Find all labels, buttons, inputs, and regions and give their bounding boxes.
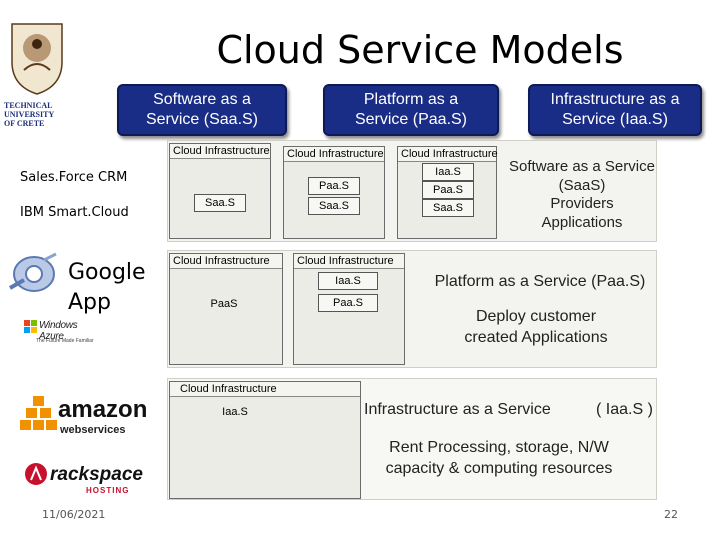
saas-stack-3-iaas-box: Iaa.S — [422, 163, 474, 181]
iaas-desc-line-1: Rent Processing, storage, N/W — [389, 439, 609, 456]
rackspace-logo: rackspace HOSTING — [24, 462, 154, 498]
windows-azure-logo: Windows Azure The Future Made Familiar — [24, 318, 104, 352]
paas-heading: Platform as a Service (Paa.S) — [434, 273, 646, 290]
iaas-desc-line-2: capacity & computing resources — [385, 460, 613, 477]
saas-stack-3-caption: Cloud Infrastructure — [398, 147, 498, 162]
saas-stack-2-paas-box: Paa.S — [308, 177, 360, 195]
salesforce-label: Sales.Force CRM — [20, 170, 128, 185]
slide-date: 11/06/2021 — [42, 508, 106, 521]
paas-stack-1-paas-box: PaaS — [210, 298, 238, 310]
amazon-webservices-logo: amazon webservices — [20, 394, 150, 440]
saas-desc-line-3: Providers — [550, 195, 614, 212]
paas-desc-line-1: Deploy customer — [475, 308, 597, 325]
saas-stack-1-saas-box: Saa.S — [194, 194, 246, 212]
hosting-text: HOSTING — [86, 486, 130, 495]
paas-description: Deploy customer created Applications — [424, 306, 648, 348]
logo-text-line-1: TECHNICAL — [4, 101, 53, 110]
windows-azure-tagline: The Future Made Familiar — [36, 338, 94, 344]
saas-header-line-2: Service (Saa.S) — [145, 111, 259, 128]
saas-header-line-1: Software as a — [153, 91, 251, 108]
paas-stack-2-caption: Cloud Infrastructure — [294, 254, 404, 269]
iaas-stack-1: Cloud Infrastructure Iaa.S — [169, 381, 361, 499]
iaas-description: Rent Processing, storage, N/W capacity &… — [366, 437, 632, 479]
paas-stack-2-paas-box: Paa.S — [318, 294, 378, 312]
saas-desc-line-2: (SaaS) — [558, 176, 606, 194]
saas-stack-1: Cloud Infrastructure Saa.S — [169, 143, 271, 239]
logo-text-line-3: OF CRETE — [4, 119, 45, 128]
paas-header-line-2: Service (Paa.S) — [354, 111, 468, 128]
windows-flag-icon — [24, 320, 37, 333]
paas-header-line-1: Platform as a — [363, 91, 459, 108]
saas-stack-3-saas-box: Saa.S — [422, 199, 474, 217]
webservices-text: webservices — [60, 424, 126, 436]
iaas-heading: Infrastructure as a Service — [364, 401, 551, 418]
rackspace-icon — [25, 463, 47, 485]
google-label-line-2: App — [68, 290, 111, 315]
iaas-stack-1-iaas-box: Iaa.S — [222, 406, 248, 418]
paas-stack-2-iaas-box: Iaa.S — [318, 272, 378, 290]
page-number: 22 — [664, 508, 678, 521]
saas-stack-2: Cloud Infrastructure Paa.S Saa.S — [283, 146, 385, 239]
paas-desc-line-2: created Applications — [464, 329, 608, 346]
google-app-label: Google App — [68, 258, 146, 318]
saas-desc-line-4: Applications — [541, 213, 623, 231]
paas-stack-1-caption: Cloud Infrastructure — [170, 254, 282, 269]
windows-azure-text: Windows Azure — [39, 320, 78, 342]
iaas-header-line-2: Service (Iaa.S) — [562, 111, 668, 128]
saas-description: Software as a Service (SaaS) Providers A… — [496, 158, 668, 232]
iaas-header-line-1: Infrastructure as a — [550, 91, 680, 108]
aws-cubes-icon — [20, 396, 57, 430]
slide-title: Cloud Service Models — [216, 28, 624, 72]
university-logo: TECHNICAL UNIVERSITY OF CRETE — [4, 18, 70, 128]
saas-stack-1-caption: Cloud Infrastructure — [170, 144, 270, 159]
amazon-text: amazon — [58, 396, 148, 423]
paas-stack-1: Cloud Infrastructure PaaS — [169, 253, 283, 365]
saas-stack-3: Cloud Infrastructure Iaa.S Paa.S Saa.S — [397, 146, 498, 239]
paas-stack-2: Cloud Infrastructure Iaa.S Paa.S — [293, 253, 405, 365]
saas-stack-2-caption: Cloud Infrastructure — [284, 147, 384, 162]
google-label-line-1: Google — [68, 260, 146, 285]
iaas-header-box: Infrastructure as a Service (Iaa.S) — [528, 84, 702, 136]
saas-stack-3-paas-box: Paa.S — [422, 181, 474, 199]
google-app-engine-icon — [4, 252, 64, 298]
saas-header-box: Software as a Service (Saa.S) — [117, 84, 287, 136]
saas-desc-line-1: Software as a Service — [509, 158, 655, 175]
ibm-smartcloud-label: IBM Smart.Cloud — [20, 205, 129, 220]
logo-text-line-2: UNIVERSITY — [4, 110, 55, 119]
paas-header-box: Platform as a Service (Paa.S) — [323, 84, 499, 136]
iaas-heading-abbr: ( Iaa.S ) — [596, 401, 653, 418]
crest-icon — [11, 23, 63, 95]
saas-stack-2-saas-box: Saa.S — [308, 197, 360, 215]
iaas-stack-1-caption: Cloud Infrastructure — [170, 382, 360, 397]
rackspace-text: rackspace — [50, 464, 143, 485]
